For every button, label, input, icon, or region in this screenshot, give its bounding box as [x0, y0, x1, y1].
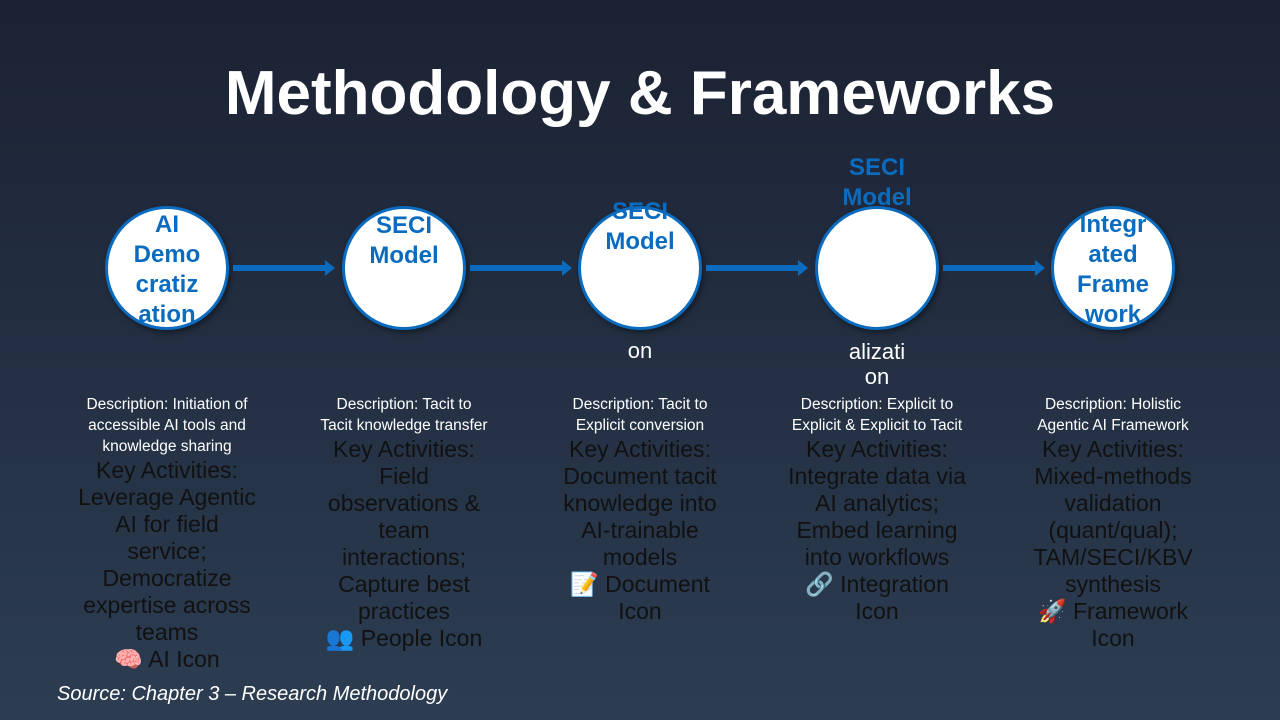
description-line: Tacit knowledge transfer: [320, 417, 488, 434]
step-title-line: Demo: [133, 241, 201, 268]
step-title-line: ated: [1088, 241, 1138, 268]
activity-line: Icon: [618, 598, 662, 624]
activity-line: Key Activities:: [96, 457, 238, 483]
activity-line: Capture best: [338, 571, 470, 597]
step-title: AI Demo cratiz ation: [87, 210, 247, 330]
step-description: Description: Tacit to Tacit knowledge tra…: [294, 394, 514, 436]
description-line: Explicit conversion: [575, 417, 705, 434]
activity-line: Key Activities:: [1042, 436, 1184, 462]
description-line: Explicit & Explicit to Tacit: [791, 417, 963, 434]
activity-line: 🔗 Integration: [805, 571, 949, 597]
activity-line: expertise across: [83, 592, 251, 618]
source-note: Source: Chapter 3 – Research Methodology: [57, 683, 448, 705]
overflow-line: on: [864, 364, 890, 389]
description-line: accessible AI tools and: [88, 417, 246, 434]
description-line: Agentic AI Framework: [1037, 417, 1189, 434]
arrow-icon: [943, 260, 1045, 276]
activity-line: Key Activities:: [569, 436, 711, 462]
overflow-line: alizati: [848, 339, 906, 364]
step-column-seci-combination: Description: Explicit to Explicit & Expli…: [767, 394, 987, 625]
activity-line: Document tacit: [563, 463, 717, 489]
step-title-line: work: [1084, 301, 1141, 328]
step-title-line: Frame: [1076, 271, 1150, 298]
description-line: Description: Holistic: [1044, 396, 1182, 413]
description-line: Description: Tacit to: [572, 396, 708, 413]
activity-line: observations &: [327, 490, 481, 516]
step-column-seci-socialization: Description: Tacit to Tacit knowledge tra…: [294, 394, 514, 652]
activity-line: synthesis: [1065, 571, 1161, 597]
description-line: Description: Tacit to: [336, 396, 472, 413]
activity-line: (quant/qual);: [1048, 517, 1178, 543]
step-title-line: Model: [369, 242, 439, 269]
step-column-seci-externalization: Description: Tacit to Explicit conversion…: [530, 394, 750, 625]
activity-line: practices: [357, 598, 451, 624]
activity-line: service;: [127, 538, 207, 564]
activity-line: Integrate data via: [788, 463, 966, 489]
step-circle-seci-externalization: [578, 206, 702, 330]
activity-line: AI for field: [115, 511, 219, 537]
activity-line: 📝 Document: [570, 571, 710, 597]
step-title-line: ation: [138, 301, 196, 328]
step-circle-ai-democratization: [105, 206, 229, 330]
activity-line: Key Activities:: [333, 436, 475, 462]
step-overflow-text: on: [560, 338, 720, 363]
step-description: Description: Explicit to Explicit & Expli…: [767, 394, 987, 436]
step-column-ai-democratization: Description: Initiation of accessible AI …: [57, 394, 277, 673]
activity-line: interactions;: [341, 544, 466, 570]
step-title-line: AI: [155, 211, 179, 238]
activity-line: into workflows: [804, 544, 950, 570]
step-title-line: SECI: [611, 198, 668, 225]
description-line: knowledge sharing: [102, 438, 232, 455]
arrow-icon: [233, 260, 335, 276]
activity-line: 🚀 Framework: [1037, 598, 1189, 624]
activity-line: knowledge into: [563, 490, 717, 516]
step-title-line: cratiz: [135, 271, 199, 298]
activity-line: models: [602, 544, 678, 570]
activity-line: AI analytics;: [815, 490, 939, 516]
arrow-icon: [706, 260, 808, 276]
activity-line: Icon: [855, 598, 899, 624]
activity-line: Field: [379, 463, 429, 489]
description-line: Description: Initiation of: [86, 396, 248, 413]
step-title-line: Model: [842, 184, 912, 211]
activity-line: Icon: [1091, 625, 1135, 651]
activity-line: 👥 People Icon: [325, 625, 483, 651]
activity-line: Embed learning: [796, 517, 958, 543]
activity-line: AI-trainable: [581, 517, 699, 543]
step-title-line: Integr: [1079, 211, 1147, 238]
step-circle-seci-combination: [815, 206, 939, 330]
activity-line: 🧠 AI Icon: [114, 646, 220, 672]
description-line: Description: Explicit to: [800, 396, 954, 413]
activity-line: team: [378, 517, 430, 543]
activity-line: Mixed-methods: [1034, 463, 1192, 489]
step-title: SECI Model: [797, 153, 957, 213]
activity-line: Key Activities:: [806, 436, 948, 462]
step-title: SECI Model: [560, 197, 720, 257]
activity-line: validation: [1064, 490, 1162, 516]
step-title-line: SECI: [848, 154, 905, 181]
arrow-icon: [470, 260, 572, 276]
slide-title: Methodology & Frameworks: [224, 59, 1056, 128]
step-title-line: SECI: [375, 212, 432, 239]
activity-line: Leverage Agentic: [78, 484, 256, 510]
step-description: Description: Tacit to Explicit conversion: [530, 394, 750, 436]
activity-line: teams: [135, 619, 199, 645]
step-circle-seci-socialization: [342, 206, 466, 330]
step-title: SECI Model: [324, 211, 484, 271]
step-circle-integrated-framework: [1051, 206, 1175, 330]
step-description: Description: Initiation of accessible AI …: [57, 394, 277, 457]
overflow-line: on: [627, 338, 653, 363]
activity-line: Democratize: [102, 565, 232, 591]
step-title-line: Model: [605, 228, 675, 255]
activity-line: TAM/SECI/KBV: [1033, 544, 1193, 570]
